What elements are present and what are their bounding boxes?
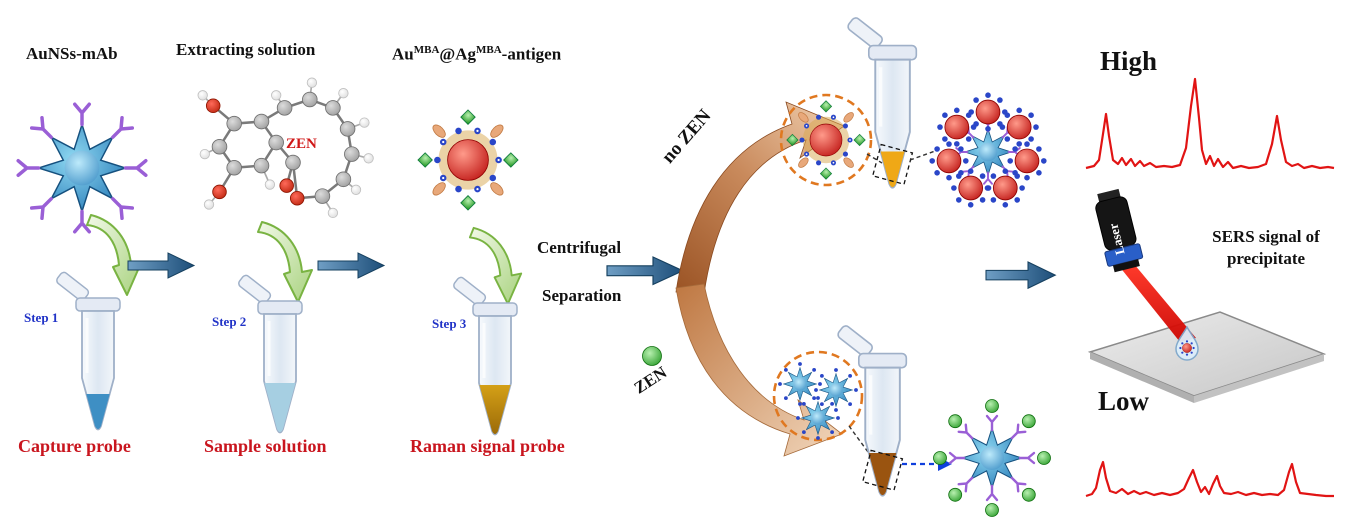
- zen-sphere: [642, 346, 662, 366]
- star-zen-aggregate: [933, 399, 1051, 517]
- raman-probe-title: AuMBA@AgMBA-antigen: [392, 44, 562, 64]
- step-3-label: Step 3: [432, 316, 467, 331]
- aunss-mab-particle: [16, 102, 148, 234]
- capture-probe-caption: Capture probe: [18, 436, 131, 456]
- tube-capture: [53, 269, 122, 431]
- arrow-step2-to-step3: [317, 252, 385, 279]
- sample-droplet: [1175, 325, 1199, 361]
- green-arrow-step1: [86, 214, 142, 296]
- arrow-to-sers: [985, 261, 1056, 289]
- connector-top-2: [909, 149, 939, 161]
- raman-probe-caption: Raman signal probe: [410, 436, 565, 456]
- sample-platform: [1087, 311, 1327, 403]
- zen-molecule-label: ZEN: [286, 136, 317, 152]
- laser-device: [1095, 188, 1144, 273]
- separation-label: Separation: [542, 286, 622, 305]
- capture-probe-title: AuNSs-mAb: [26, 44, 118, 63]
- extracting-solution-title: Extracting solution: [176, 40, 316, 59]
- sample-solution-caption: Sample solution: [204, 436, 327, 456]
- zen-molecule: [197, 77, 374, 219]
- sers-caption: SERS signal of precipitate: [1212, 227, 1320, 269]
- high-spectrum: [1085, 77, 1335, 170]
- low-spectrum: [1085, 460, 1334, 498]
- laser-beam: [1119, 264, 1196, 342]
- blocked-star-1: [778, 362, 822, 406]
- immunocomplex-aggregate: [928, 91, 1048, 209]
- step-1-label: Step 1: [24, 310, 59, 325]
- au-ag-antigen-particle: [417, 109, 519, 211]
- tube-zen: [834, 322, 908, 498]
- magnifier-circle-bottom: [772, 350, 864, 442]
- magnifier-circle-top: [779, 93, 873, 187]
- centrifugal-label: Centrifugal: [537, 238, 622, 257]
- tube-raman: [450, 274, 519, 436]
- low-label: Low: [1098, 386, 1150, 416]
- blocked-star-2: [814, 368, 858, 412]
- connector-top-1: [866, 153, 883, 164]
- high-label: High: [1100, 46, 1158, 76]
- arrow-step1-to-step2: [127, 252, 195, 279]
- blocked-star-3: [796, 396, 840, 440]
- arrow-centrifugal: [606, 256, 684, 286]
- connector-bottom-1: [848, 425, 869, 453]
- tube-sample: [235, 272, 304, 434]
- step-2-label: Step 2: [212, 314, 247, 329]
